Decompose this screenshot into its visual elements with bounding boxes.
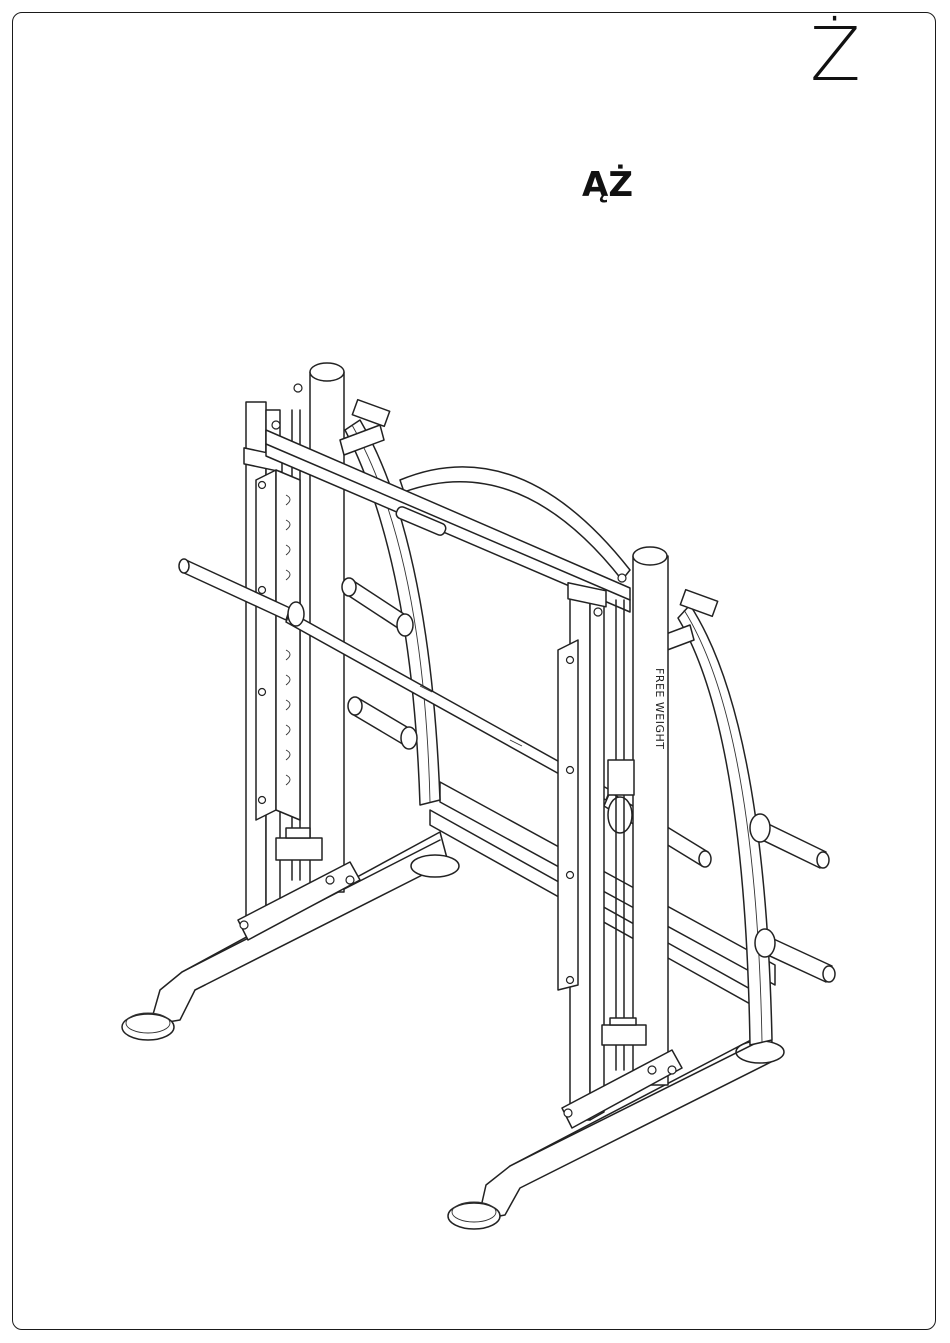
upright-label: FREE WEIGHT — [653, 668, 666, 749]
right-upright — [558, 547, 682, 1128]
left-base-foot — [122, 832, 448, 1040]
